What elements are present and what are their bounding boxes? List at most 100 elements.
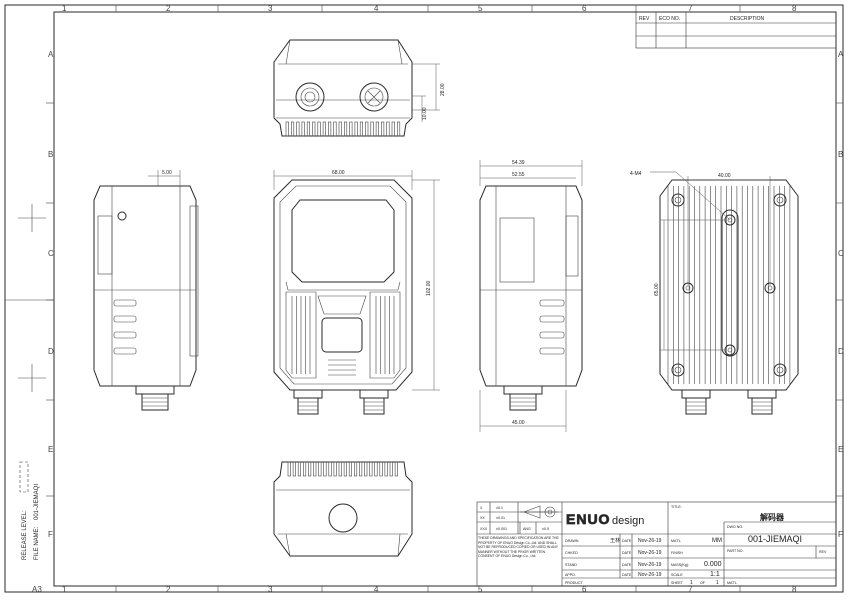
row-labels: A B C D E F A B C D E F [48, 50, 844, 539]
date-label: DATE [622, 551, 632, 555]
mass-label: MASS(Kg): [671, 563, 689, 567]
col-label: 1 [62, 4, 67, 13]
sheet-size-label: A3 [32, 585, 42, 594]
sheet-total: 1 [716, 580, 719, 586]
of-label: OF [700, 581, 706, 585]
matl2-label: MAT'L [727, 581, 737, 585]
company-logo: ENUO design [566, 511, 645, 528]
finish-label: FINISH [671, 551, 683, 555]
dim-front-width: 68.00 [332, 170, 345, 176]
left-side-view [93, 185, 199, 411]
row-label: F [48, 530, 53, 539]
dim-right-inner: 52.55 [512, 172, 525, 178]
stand-date: Nov-26-19 [638, 562, 662, 568]
stand-label: STAND [565, 563, 577, 567]
sheet-label: SHEET [671, 581, 684, 585]
scale-label: SCALE [671, 573, 683, 577]
row-label: E [838, 445, 843, 454]
file-name-value: 001-JIEMAQI [34, 484, 40, 520]
drawing-title: 解码器 [760, 512, 785, 522]
back-view [659, 179, 799, 415]
col-label: 1 [62, 585, 67, 594]
tol-x-label: X [480, 506, 483, 510]
appd-label: APPD. [565, 573, 576, 577]
col-label: 2 [166, 585, 171, 594]
col-label: 4 [374, 585, 379, 594]
chked-label: CHKED [565, 551, 578, 555]
svg-text:ENUO: ENUO [566, 511, 610, 527]
scale-value: 1:1 [710, 571, 720, 578]
proprietary-notice: THESE DRAWINGS AND SPECIFICATION ARE THE… [478, 536, 559, 559]
col-label: 2 [166, 4, 171, 13]
top-view [273, 39, 413, 137]
unit-value: MM [712, 538, 722, 544]
row-label: D [48, 347, 54, 356]
tol-xxx-value: ±0.001 [496, 527, 507, 531]
row-label: B [838, 150, 843, 159]
product-label: PRODUCT [565, 581, 584, 585]
col-label: 6 [582, 585, 587, 594]
front-view [273, 179, 413, 415]
col-label: 5 [478, 585, 483, 594]
back-dims: 40.00 65.00 4-M4 [630, 171, 771, 351]
sheet-number: 1 [690, 580, 693, 586]
date-label: DATE [622, 539, 632, 543]
left-dims: 5.00 [148, 170, 181, 186]
dwg-label: DWG NO. [727, 525, 743, 529]
col-label: 8 [792, 4, 797, 13]
tol-x-value: ±0.1 [496, 506, 503, 510]
projection-symbol-icon [520, 505, 558, 519]
eco-header: ECO NO. [659, 16, 680, 22]
col-label: 4 [374, 4, 379, 13]
top-dims: 28.00 10.00 [412, 63, 446, 122]
title-label: TITLE: [671, 505, 682, 509]
front-dims: 68.00 102.00 [273, 170, 440, 391]
col-label: 6 [582, 4, 587, 13]
description-header: DESCRIPTION [730, 16, 765, 22]
svg-text:design: design [612, 515, 644, 527]
drawn-date: Nov-26-19 [638, 538, 662, 544]
revision-block: REV ECO NO. DESCRIPTION [635, 11, 837, 49]
date-label: DATE [622, 573, 632, 577]
mass-value: 0.000 [704, 561, 722, 568]
col-label: 3 [268, 585, 273, 594]
drawn-label: DRAWN [565, 539, 579, 543]
release-level-label: RELEASE LEVEL: [22, 510, 28, 560]
appd-date: Nov-26-19 [638, 572, 662, 578]
row-label: C [838, 249, 844, 258]
drawn-name: 王林 [610, 537, 620, 544]
row-label: E [48, 445, 53, 454]
dim-side-depth: 5.00 [162, 170, 172, 176]
dim-back-h: 40.00 [718, 173, 731, 179]
tol-xx-label: XX [480, 516, 485, 520]
right-dims: 54.39 52.55 45.00 [479, 160, 583, 432]
col-label: 7 [688, 4, 693, 13]
side-labels: RELEASE LEVEL: FILE NAME: 001-JIEMAQI [19, 461, 40, 560]
date-label: DATE [622, 563, 632, 567]
tol-xx-value: ±0.01 [496, 516, 505, 520]
col-label: 3 [268, 4, 273, 13]
dim-front-height: 102.00 [426, 280, 432, 296]
dwg-number: 001-JIEMAQI [748, 534, 802, 544]
tol-xxx-label: XXX [480, 527, 488, 531]
row-label: D [838, 347, 844, 356]
angle-label: ANG [523, 527, 531, 531]
dim-back-v: 65.00 [654, 283, 660, 296]
col-label: 8 [792, 585, 797, 594]
drawing-frame [4, 4, 844, 593]
dim-right-bottom: 45.00 [512, 420, 525, 426]
row-label: F [838, 530, 843, 539]
angle-value: ±0.5 [542, 527, 549, 531]
dim-top-height: 28.00 [440, 83, 446, 96]
file-name-label: FILE NAME: [34, 526, 40, 560]
title-block: X ±0.1 XX ±0.01 XXX ±0.001 ANG ±0.5 THES… [476, 501, 837, 587]
rev-label: REV [819, 550, 827, 554]
dim-back-thread: 4-M4 [630, 171, 642, 177]
row-label: C [48, 249, 54, 258]
part-no-label: PART NO. [727, 549, 744, 553]
dim-top-inner: 10.00 [422, 107, 428, 120]
dim-right-outer: 54.39 [512, 160, 525, 166]
matl-label: MAT'L [671, 539, 681, 543]
row-label: A [48, 50, 54, 59]
